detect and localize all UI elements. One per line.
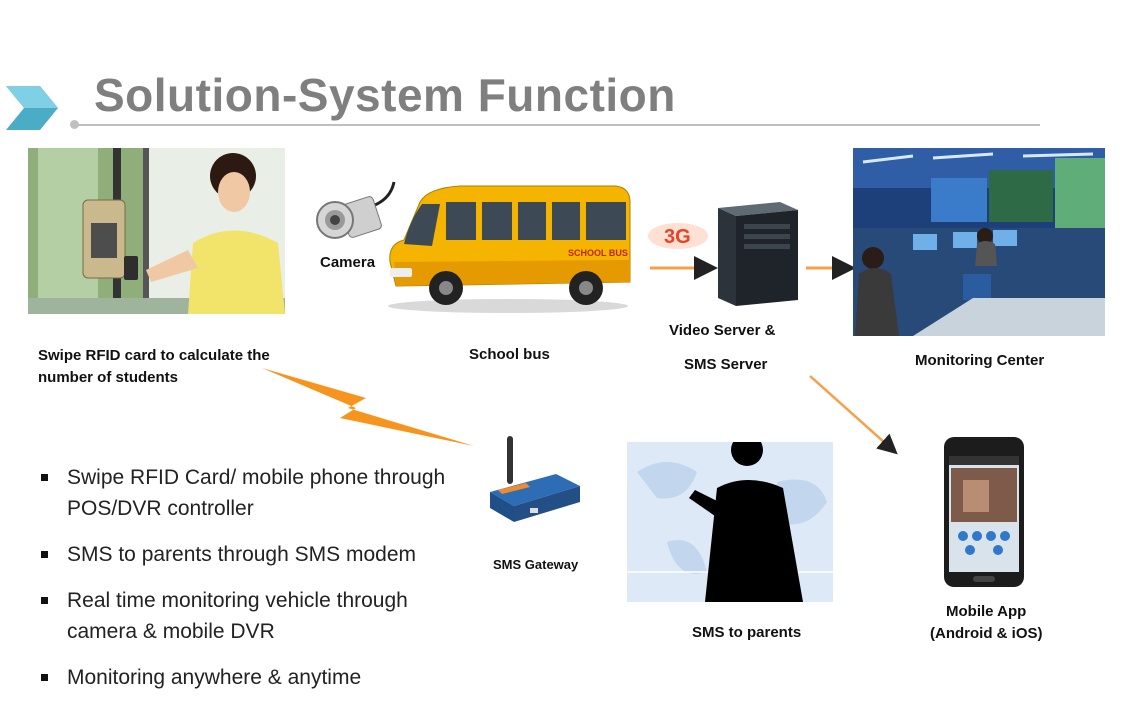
- server-label-line2: SMS Server: [684, 356, 768, 373]
- sms-to-parents-photo: [627, 442, 833, 602]
- bullet-text: Monitoring anywhere & anytime: [67, 666, 362, 689]
- bullet-item: Swipe RFID Card/ mobile phone through PO…: [40, 462, 480, 524]
- bullet-square-icon: [41, 474, 48, 481]
- bullet-item: SMS to parents through SMS modem: [40, 539, 480, 570]
- lightning-bolt-icon: [262, 368, 474, 446]
- 3g-label: 3G: [664, 226, 691, 248]
- title-divider: [74, 124, 1040, 126]
- sms-gateway-label: SMS Gateway: [493, 557, 579, 572]
- mobile-app-label-line2: (Android & iOS): [930, 625, 1043, 642]
- server-tower-icon: [718, 202, 798, 306]
- bus-sign: SCHOOL BUS: [568, 248, 628, 258]
- school-bus-label: School bus: [469, 346, 550, 363]
- monitoring-center-label: Monitoring Center: [915, 352, 1045, 369]
- arrow-server-to-mobile: [809, 375, 898, 455]
- bullet-item: Monitoring anywhere & anytime: [40, 662, 480, 693]
- feature-bullet-list: Swipe RFID Card/ mobile phone through PO…: [40, 462, 480, 708]
- bullet-square-icon: [41, 597, 48, 604]
- page-title: Solution-System Function: [94, 69, 676, 121]
- sms-to-parents-label: SMS to parents: [692, 624, 802, 641]
- 3g-network-icon: 3G: [648, 223, 708, 249]
- camera-label: Camera: [320, 254, 376, 271]
- bullet-text: Swipe RFID Card/ mobile phone through PO…: [67, 466, 446, 520]
- bullet-text: SMS to parents through SMS modem: [67, 543, 416, 566]
- monitoring-center-photo: [853, 148, 1105, 336]
- school-bus-icon: SCHOOL BUS: [388, 185, 631, 313]
- bullet-text: Real time monitoring vehicle through cam…: [67, 589, 408, 643]
- rfid-swipe-photo: [28, 148, 285, 314]
- mobile-app-label-line1: Mobile App: [946, 603, 1027, 620]
- chevron-right-icon: [6, 86, 58, 130]
- server-label-line1: Video Server &: [669, 322, 776, 339]
- sms-gateway-icon: [490, 436, 580, 522]
- camera-icon: [316, 181, 396, 239]
- bullet-item: Real time monitoring vehicle through cam…: [40, 585, 480, 647]
- bullet-square-icon: [41, 674, 48, 681]
- bullet-square-icon: [41, 551, 48, 558]
- rfid-label: Swipe RFID card to calculate the number …: [38, 347, 270, 386]
- mobile-phone-icon: [944, 437, 1024, 587]
- title-divider-dot: [70, 120, 79, 129]
